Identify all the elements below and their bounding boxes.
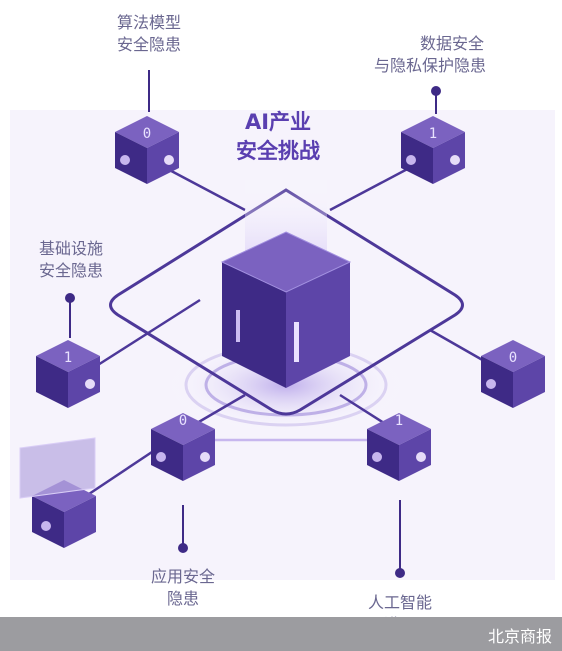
- link-data: [329, 163, 416, 212]
- node-glyph: 0: [509, 350, 517, 366]
- port-light: [416, 452, 426, 462]
- source-credit: 北京商报: [487, 627, 552, 646]
- label-line: 数据安全: [419, 34, 484, 53]
- label-line: 应用安全: [150, 567, 215, 586]
- link-infra: [89, 298, 201, 372]
- label-algo-model: 算法模型 安全隐患: [104, 12, 194, 56]
- label-line: 安全隐患: [116, 35, 181, 54]
- port-light: [41, 521, 51, 531]
- screen-panel: [19, 437, 96, 499]
- label-data-privacy: 数据安全 与隐私保护隐患: [360, 33, 500, 77]
- port-light: [406, 155, 416, 165]
- node-cube-app: [151, 413, 215, 481]
- port-light: [120, 155, 130, 165]
- center-title: AI产业 安全挑战: [208, 108, 348, 166]
- label-line: 人工智能: [367, 593, 432, 612]
- node-glyph: 1: [395, 413, 403, 429]
- node-cube-right: [481, 340, 545, 408]
- node-cube-algo: [115, 116, 179, 184]
- network-frame: [109, 188, 464, 416]
- label-infrastructure: 基础设施 安全隐患: [26, 238, 116, 282]
- node-glyph: 0: [179, 413, 187, 429]
- central-cube: [220, 231, 352, 388]
- label-application: 应用安全 隐患: [138, 566, 228, 610]
- pin-dot: [431, 86, 441, 96]
- node-glyph: 1: [429, 126, 437, 142]
- pin-dot: [395, 568, 405, 578]
- label-line: 算法模型: [116, 13, 181, 32]
- center-title-line: AI产业: [244, 110, 312, 134]
- label-line: 隐患: [166, 589, 199, 608]
- label-pin-dots: [65, 86, 441, 578]
- port-light: [486, 379, 496, 389]
- port-light: [164, 155, 174, 165]
- node-cube-infra: [36, 340, 100, 408]
- center-title-line: 安全挑战: [236, 139, 320, 163]
- node-glyph: 0: [143, 126, 151, 142]
- port-light: [450, 155, 460, 165]
- node-glyph: 1: [64, 350, 72, 366]
- label-line: 与隐私保护隐患: [373, 56, 486, 75]
- label-line: 基础设施: [38, 239, 103, 258]
- port-light: [372, 452, 382, 462]
- port-light: [85, 379, 95, 389]
- pin-dot: [178, 543, 188, 553]
- cube-light-strip: [236, 310, 240, 342]
- node-cube-abuse: [367, 413, 431, 481]
- link-algo: [159, 163, 246, 212]
- label-line: 安全隐患: [38, 261, 103, 280]
- port-light: [156, 452, 166, 462]
- node-cube-data: [401, 116, 465, 184]
- footer-bar: 北京商报: [0, 617, 562, 651]
- port-light: [200, 452, 210, 462]
- pin-dot: [65, 293, 75, 303]
- label-pins: [69, 70, 437, 570]
- cube-light-strip: [294, 322, 299, 362]
